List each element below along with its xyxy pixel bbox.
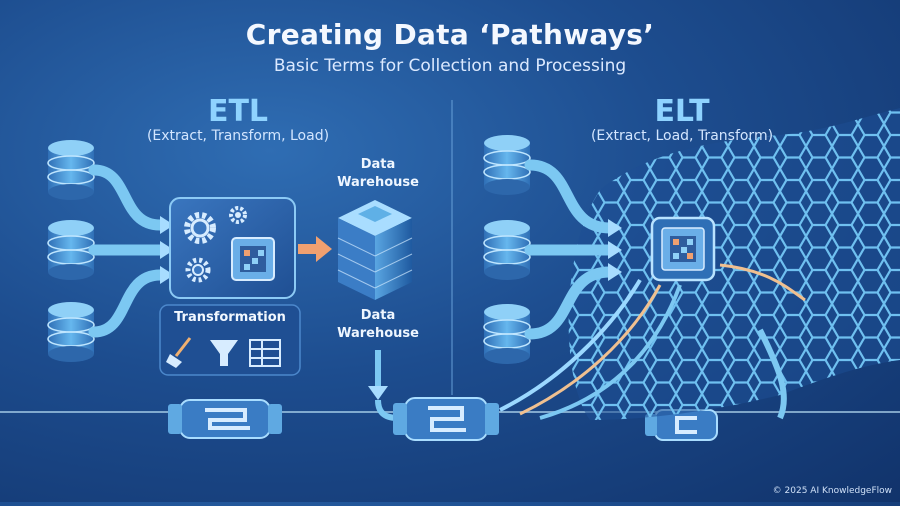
warehouse-label-top: Data Warehouse	[337, 157, 419, 190]
gear-icon	[229, 206, 247, 224]
elt-sources	[483, 135, 531, 364]
connector-icon	[168, 399, 282, 439]
funnel-icon	[210, 340, 238, 366]
elt-input-pipes	[524, 159, 622, 340]
chip-icon	[231, 237, 275, 281]
elt-streams	[499, 263, 806, 420]
database-icon	[47, 302, 95, 362]
database-icon	[47, 220, 95, 280]
arrow-down	[368, 350, 388, 400]
arrow-to-warehouse	[298, 236, 332, 262]
transformation-panel	[159, 197, 301, 376]
database-icon	[47, 140, 95, 200]
chip-icon	[650, 216, 716, 282]
etl-subtitle: (Extract, Transform, Load)	[146, 128, 330, 144]
copyright-text: © 2025 AI KnowledgeFlow	[772, 486, 892, 496]
transformation-label: Transformation	[174, 310, 286, 325]
gear-icon	[185, 257, 211, 283]
elt-subtitle: (Extract, Load, Transform)	[590, 128, 774, 144]
warehouse-label-bottom: Data Warehouse	[337, 308, 419, 341]
database-icon	[483, 304, 531, 364]
connector-icon	[393, 397, 499, 441]
building-icon	[337, 200, 413, 300]
page-subtitle: Basic Terms for Collection and Processin…	[273, 56, 627, 76]
etl-sources	[47, 140, 95, 362]
connector-icon	[645, 409, 718, 441]
broom-icon	[166, 337, 192, 368]
database-icon	[483, 135, 531, 195]
database-icon	[483, 220, 531, 280]
elt-title: ELT	[654, 94, 710, 129]
gear-icon	[184, 212, 216, 244]
etl-input-pipes	[88, 164, 174, 338]
page-title: Creating Data ‘Pathways’	[245, 18, 655, 51]
table-icon	[249, 339, 281, 367]
etl-title: ETL	[207, 94, 269, 129]
